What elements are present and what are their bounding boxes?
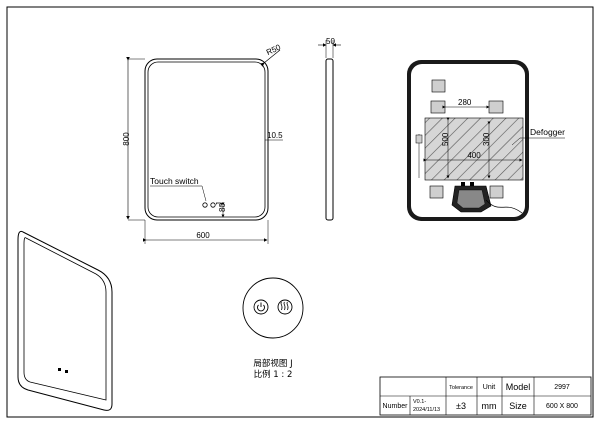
defogger-pad bbox=[424, 117, 524, 181]
bracket-top-center bbox=[431, 79, 446, 93]
detail-marker-j: J bbox=[215, 202, 224, 206]
touch-switch-label: Touch switch bbox=[150, 176, 199, 186]
tolerance-header: Tolerance bbox=[449, 385, 473, 391]
perspective-frame-outer bbox=[17, 230, 113, 411]
bracket-spacing-label: 280 bbox=[458, 98, 472, 107]
model-header: Model bbox=[506, 382, 531, 392]
size-header: Size bbox=[509, 401, 527, 411]
height-dimension-label: 800 bbox=[122, 132, 131, 146]
detail-view-j: 局部视图 J 比例 1 : 2 bbox=[242, 277, 304, 380]
number-value-line2: 2024/11/13 bbox=[413, 407, 440, 413]
title-block: Tolerance Unit Model 2997 Number V0.1- 2… bbox=[379, 376, 592, 416]
offset-dimension-label: 10.5 bbox=[267, 131, 283, 140]
perspective-switch-right bbox=[65, 370, 68, 373]
unit-value: mm bbox=[482, 401, 497, 411]
detail-view-scale: 比例 1 : 2 bbox=[254, 369, 293, 380]
tolerance-value: ±3 bbox=[456, 401, 466, 411]
bracket-lower-left bbox=[429, 185, 444, 199]
touch-switch-dot-left bbox=[202, 202, 208, 208]
bracket-upper-right bbox=[488, 100, 504, 114]
power-icon bbox=[257, 302, 265, 312]
defogger-height-right-label: 300 bbox=[482, 132, 491, 146]
side-clip-left bbox=[415, 134, 423, 144]
perspective-frame-inner bbox=[23, 237, 107, 401]
detail-circle bbox=[242, 277, 304, 339]
side-view: 50 bbox=[318, 37, 341, 221]
size-value: 600 X 800 bbox=[546, 403, 578, 410]
switch-offset-label: 80 bbox=[218, 203, 227, 212]
perspective-view bbox=[17, 230, 113, 411]
defogger-label: Defogger bbox=[530, 127, 565, 137]
number-value-line1: V0.1- bbox=[413, 399, 426, 405]
unit-header: Unit bbox=[483, 384, 496, 391]
defogger-width-label: 400 bbox=[467, 151, 481, 160]
perspective-switch-left bbox=[58, 368, 61, 371]
number-header: Number bbox=[383, 403, 409, 410]
side-profile bbox=[325, 58, 334, 221]
mirror-outline-outer bbox=[144, 58, 269, 221]
thickness-dimension-label: 50 bbox=[326, 37, 335, 46]
front-view: R50 800 600 10.5 Touch switch J 80 bbox=[122, 42, 283, 244]
back-view: 280 Defogger 400 500 300 bbox=[407, 60, 565, 221]
mirror-outline-inner bbox=[147, 61, 266, 218]
defogger-height-left-label: 500 bbox=[441, 132, 450, 146]
sheet-border bbox=[6, 6, 594, 418]
width-dimension-label: 600 bbox=[196, 231, 210, 240]
detail-view-title: 局部视图 J bbox=[253, 358, 292, 369]
bracket-upper-left bbox=[430, 100, 446, 114]
model-value: 2997 bbox=[554, 384, 570, 391]
touch-switch-dot-right bbox=[210, 202, 216, 208]
defog-icon bbox=[280, 301, 289, 311]
bracket-lower-right bbox=[489, 185, 504, 199]
